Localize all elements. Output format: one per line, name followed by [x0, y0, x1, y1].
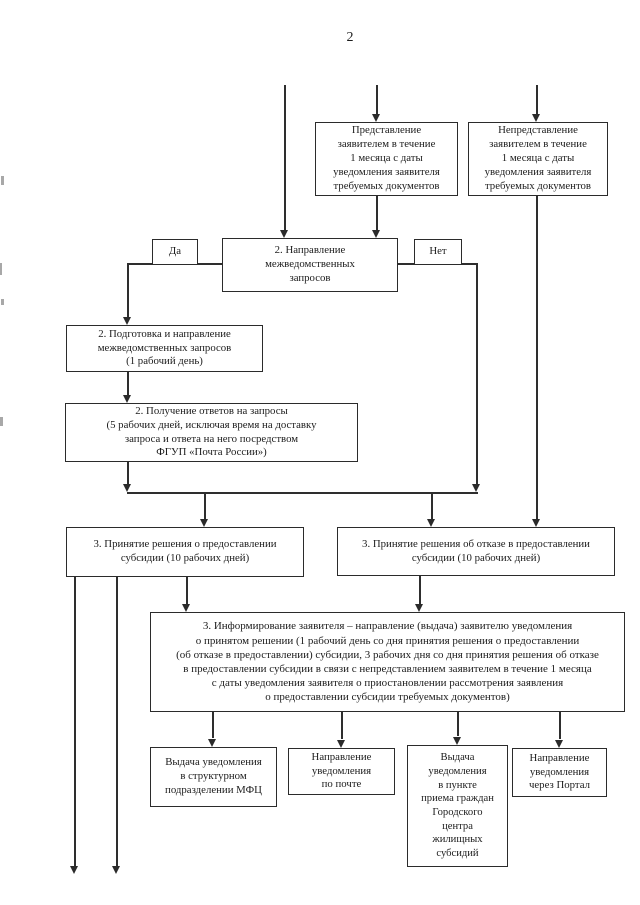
- arrowhead-down-icon: [123, 484, 131, 492]
- connector-prepare-to-receive: [127, 372, 129, 397]
- flow-box-mfc-issue: Выдача уведомления в структурном подразд…: [150, 747, 277, 807]
- arrowhead-down-icon: [532, 519, 540, 527]
- arrowhead-down-icon: [427, 519, 435, 527]
- arrowhead-down-icon: [372, 230, 380, 238]
- arrowhead-down-icon: [123, 395, 131, 403]
- flow-box-grant-decision: 3. Принятие решения о предоставлении суб…: [66, 527, 304, 577]
- arrowhead-down-icon: [280, 230, 288, 238]
- arrowhead-down-icon: [208, 739, 216, 747]
- connector-bus: [127, 492, 478, 494]
- connector-bus-to-refusal: [431, 492, 433, 521]
- scan-artifact: [1, 299, 4, 305]
- flow-label-no: Нет: [414, 239, 462, 265]
- connector-no-vertical: [476, 263, 478, 486]
- flow-box-citizen-center-issue: Выдача уведомления в пункте приема гражд…: [407, 745, 508, 867]
- flow-box-prepare-requests: 2. Подготовка и направление межведомстве…: [66, 325, 263, 372]
- connector-receive-to-bus: [127, 462, 129, 486]
- arrowhead-down-icon: [337, 740, 345, 748]
- connector-entry-to-submission: [376, 85, 378, 116]
- connector-info-to-mail: [341, 712, 343, 739]
- flow-box-refusal-decision: 3. Принятие решения об отказе в предоста…: [337, 527, 615, 576]
- connector-grant-exit-2: [116, 577, 118, 867]
- connector-bus-to-grant: [204, 492, 206, 521]
- connector-submission-to-requests: [376, 196, 378, 231]
- arrowhead-down-icon: [555, 740, 563, 748]
- connector-entry-to-nonsubmission: [536, 85, 538, 116]
- page-number: 2: [346, 30, 354, 45]
- connector-info-to-mfc: [212, 712, 214, 738]
- flow-box-receive-responses: 2. Получение ответов на запросы (5 рабоч…: [65, 403, 358, 462]
- arrowhead-down-icon: [532, 114, 540, 122]
- flow-box-portal-notice: Направление уведомления через Портал: [512, 748, 607, 797]
- arrowhead-down-icon: [123, 317, 131, 325]
- arrowhead-down-icon: [415, 604, 423, 612]
- flow-box-notify-applicant: 3. Информирование заявителя – направлени…: [150, 612, 625, 712]
- flow-label-yes: Да: [152, 239, 198, 265]
- flow-box-interagency-requests: 2. Направление межведомственных запросов: [222, 238, 398, 292]
- connector-info-to-center: [457, 712, 459, 736]
- connector-yes-vertical: [127, 263, 129, 318]
- arrowhead-down-icon: [372, 114, 380, 122]
- connector-grant-to-info: [186, 577, 188, 605]
- scan-artifact: [0, 263, 2, 275]
- arrowhead-down-icon: [112, 866, 120, 874]
- arrowhead-down-icon: [453, 737, 461, 745]
- connector-info-to-portal: [559, 712, 561, 739]
- arrowhead-down-icon: [182, 604, 190, 612]
- scan-artifact: [0, 417, 3, 426]
- flow-box-submission: Представление заявителем в течение 1 мес…: [315, 122, 458, 196]
- flow-box-mail-notice: Направление уведомления по почте: [288, 748, 395, 795]
- connector-nonsubmission-to-refusal: [536, 196, 538, 521]
- arrowhead-down-icon: [70, 866, 78, 874]
- connector-entry-to-requests: [284, 85, 286, 231]
- scan-artifact: [1, 176, 4, 185]
- flow-box-nonsubmission: Непредставление заявителем в течение 1 м…: [468, 122, 608, 196]
- connector-refusal-to-info: [419, 576, 421, 605]
- arrowhead-down-icon: [472, 484, 480, 492]
- connector-grant-exit-1: [74, 577, 76, 867]
- arrowhead-down-icon: [200, 519, 208, 527]
